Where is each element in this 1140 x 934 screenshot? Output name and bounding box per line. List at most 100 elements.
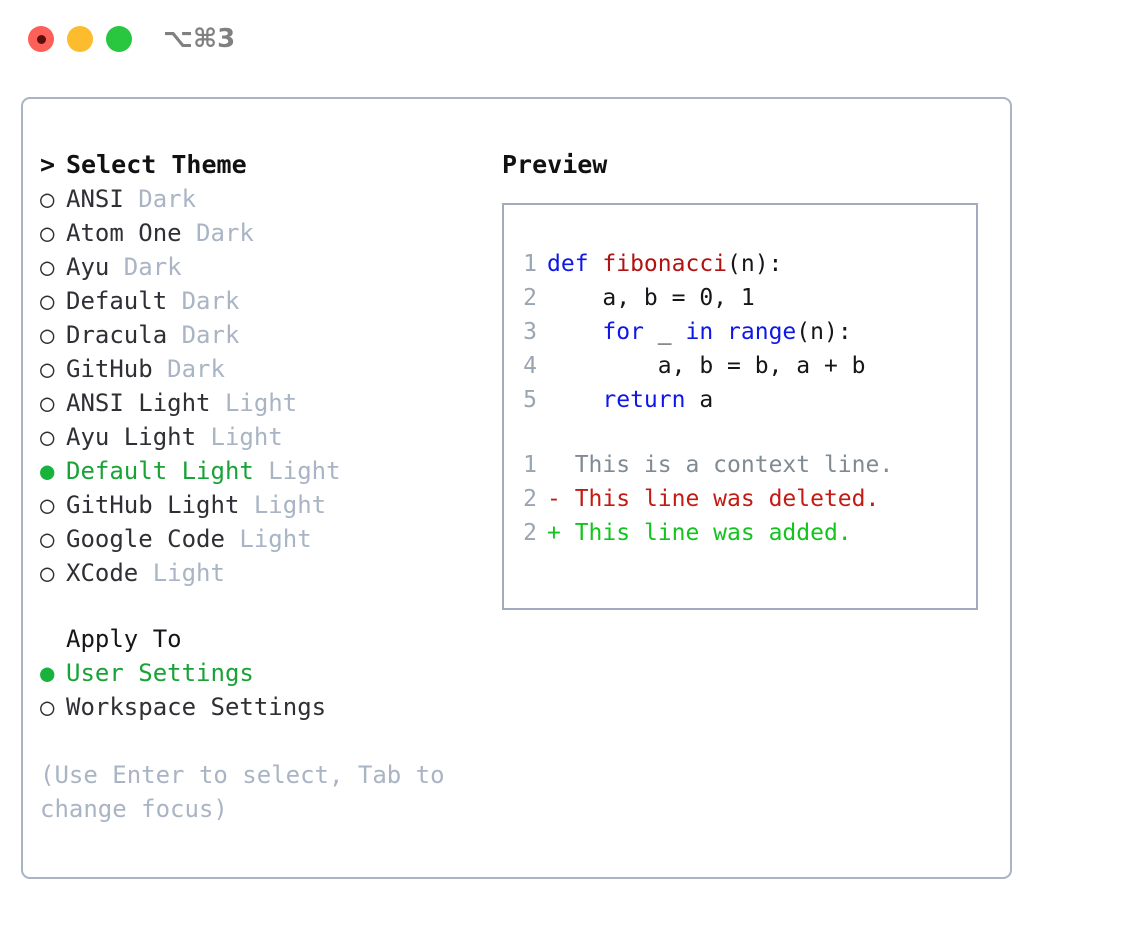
minimize-window-button[interactable]	[67, 26, 93, 52]
radio-unselected-icon: ○	[40, 423, 55, 451]
diff-line: 2- This line was deleted.	[515, 482, 970, 516]
code-token-plain: (n):	[727, 251, 783, 277]
theme-variant-badge: Dark	[109, 253, 182, 281]
theme-name-label: ANSI	[66, 185, 124, 213]
radio-unselected-icon: ○	[40, 389, 55, 417]
theme-name-label: Atom One	[66, 219, 182, 247]
theme-variant-badge: Light	[253, 457, 341, 485]
line-number: 2	[523, 285, 537, 311]
theme-list-item[interactable]: ○Default Dark	[40, 284, 480, 318]
line-number: 3	[523, 319, 537, 345]
keyboard-hint-text: (Use Enter to select, Tab to change focu…	[40, 761, 460, 823]
code-token-plain: (n):	[796, 319, 852, 345]
code-line: 3 for _ in range(n):	[515, 315, 970, 349]
theme-list-item[interactable]: ○ GitHub Dark	[40, 352, 480, 386]
theme-name-label: GitHub	[66, 355, 153, 383]
radio-unselected-icon: ○	[40, 219, 55, 247]
apply-to-option-list: ●User Settings ○ Workspace Settings	[40, 656, 480, 724]
theme-list-item[interactable]: ●Default Light Light	[40, 454, 480, 488]
diff-sample: 1 This is a context line.2- This line wa…	[515, 448, 970, 550]
diff-line-content: This line was added.	[560, 520, 852, 546]
diff-sign: -	[547, 486, 561, 512]
maximize-window-button[interactable]	[106, 26, 132, 52]
select-theme-heading: > Select Theme	[40, 148, 480, 182]
theme-selector-pane: > Select Theme ○ANSI Dark○Atom One Dark○…	[40, 148, 480, 826]
radio-unselected-icon: ○	[40, 693, 55, 721]
theme-list-item[interactable]: ○Ayu Dark	[40, 250, 480, 284]
theme-list-item[interactable]: ○ Atom One Dark	[40, 216, 480, 250]
code-token-plain: _	[643, 319, 686, 345]
apply-to-section: Apply To ●User Settings ○ Workspace Settin…	[40, 622, 480, 724]
diff-sign	[547, 448, 561, 482]
code-token-kw: in	[685, 319, 714, 345]
code-token-plain: a	[685, 387, 714, 413]
theme-variant-badge: Light	[239, 491, 327, 519]
apply-to-option[interactable]: ●User Settings	[40, 656, 480, 690]
theme-list-item[interactable]: ○GitHub Light Light	[40, 488, 480, 522]
window-controls	[28, 26, 132, 52]
keyboard-shortcut-label: ⌥⌘3	[163, 24, 236, 54]
diff-line: 2 + This line was added.	[515, 516, 970, 550]
theme-name-label: Default	[66, 287, 168, 315]
radio-selected-icon: ●	[40, 457, 55, 485]
theme-name-label: Ayu	[66, 253, 110, 281]
theme-variant-badge: Light	[210, 389, 298, 417]
code-token-fn: fibonacci	[602, 251, 728, 277]
code-line-content: def fibonacci(n):	[547, 247, 782, 281]
radio-unselected-icon: ○	[40, 525, 55, 553]
code-line: 5 return a	[515, 383, 970, 417]
theme-variant-badge: Dark	[181, 219, 254, 247]
code-line-content: a, b = 0, 1	[547, 281, 755, 315]
apply-to-option-label: Workspace Settings	[66, 693, 327, 721]
close-window-button[interactable]	[28, 26, 54, 52]
radio-unselected-icon: ○	[40, 321, 55, 349]
apply-to-option[interactable]: ○ Workspace Settings	[40, 690, 480, 724]
code-line-content: for _ in range(n):	[547, 315, 852, 349]
diff-line-content: This line was deleted.	[560, 486, 880, 512]
code-token-kw: range	[727, 319, 797, 345]
code-token-kw: def	[547, 251, 603, 277]
theme-list-item[interactable]: ○ Google Code Light	[40, 522, 480, 556]
preview-title: Preview	[502, 150, 608, 179]
theme-name-label: GitHub Light	[66, 491, 240, 519]
app-window-frame: > Select Theme ○ANSI Dark○Atom One Dark○…	[21, 97, 1012, 879]
theme-variant-badge: Dark	[152, 355, 225, 383]
line-number: 1	[523, 452, 537, 478]
theme-list: ○ANSI Dark○Atom One Dark○Ayu Dark○Defaul…	[40, 182, 480, 590]
code-token-plain	[547, 319, 602, 345]
diff-line: 1 This is a context line.	[515, 448, 970, 482]
apply-to-option-label: User Settings	[66, 659, 254, 687]
theme-variant-badge: Dark	[167, 321, 240, 349]
code-token-kw: return	[602, 387, 686, 413]
theme-list-item[interactable]: ○XCode Light	[40, 556, 480, 590]
theme-list-item[interactable]: ○ ANSI Light Light	[40, 386, 480, 420]
radio-unselected-icon: ○	[40, 355, 55, 383]
caret-icon: >	[40, 150, 56, 179]
code-token-plain: a, b = 0, 1	[547, 285, 755, 311]
theme-list-item[interactable]: ○ Ayu Light Light	[40, 420, 480, 454]
theme-name-label: ANSI Light	[66, 389, 211, 417]
code-line: 2 a, b = 0, 1	[515, 281, 970, 315]
theme-name-label: Ayu Light	[66, 423, 197, 451]
line-number: 5	[523, 387, 537, 413]
theme-name-label: Google Code	[66, 525, 225, 553]
code-token-plain: a, b = b, a + b	[547, 353, 866, 379]
code-line-content: return a	[547, 383, 713, 417]
radio-unselected-icon: ○	[40, 185, 55, 213]
theme-variant-badge: Light	[138, 559, 225, 587]
line-number: 2	[523, 520, 537, 546]
theme-list-item[interactable]: ○ANSI Dark	[40, 182, 480, 216]
theme-variant-badge: Light	[196, 423, 283, 451]
code-line: 4 a, b = b, a + b	[515, 349, 970, 383]
apply-to-title: Apply To	[66, 625, 182, 653]
theme-variant-badge: Light	[224, 525, 312, 553]
code-line-content: a, b = b, a + b	[547, 349, 866, 383]
line-number: 2	[523, 486, 537, 512]
diff-sign: +	[547, 520, 561, 546]
theme-list-item[interactable]: ○Dracula Dark	[40, 318, 480, 352]
code-token-plain	[713, 319, 727, 345]
